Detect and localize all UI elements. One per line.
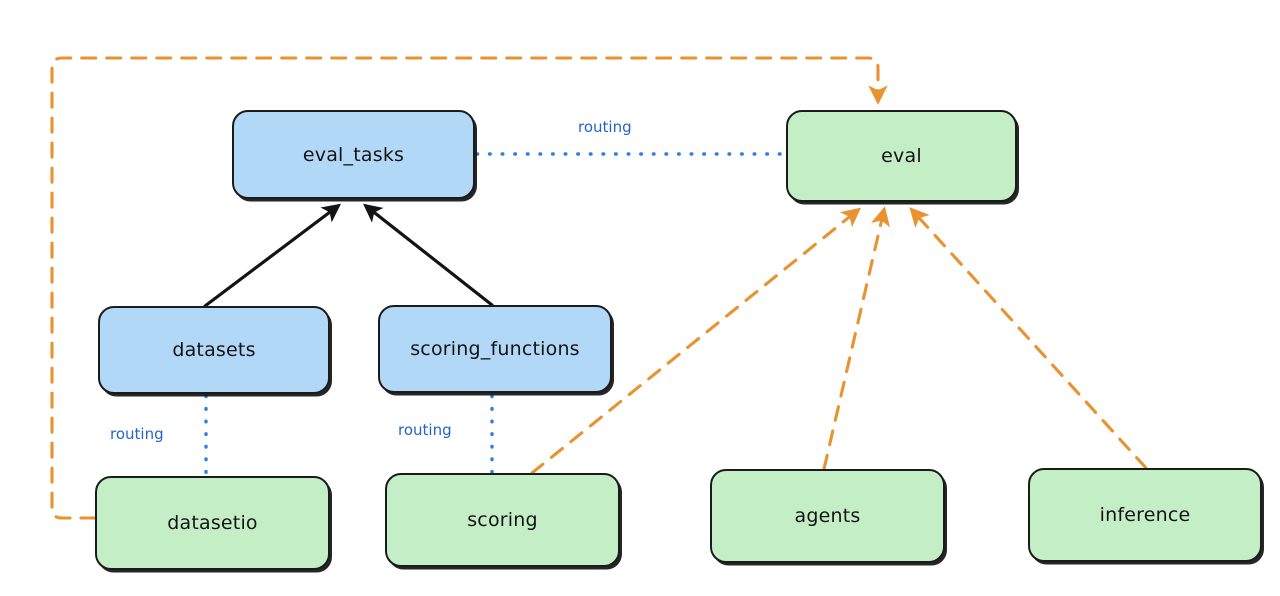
edge-label-routing-scoring: routing (398, 421, 452, 439)
node-label: eval_tasks (302, 143, 405, 166)
node-datasets[interactable]: datasets (98, 306, 330, 394)
edge-label-routing-eval: routing (578, 118, 632, 136)
edge-agents-to-eval (822, 206, 890, 471)
node-eval-tasks[interactable]: eval_tasks (232, 110, 475, 199)
node-agents[interactable]: agents (710, 469, 945, 563)
node-label: scoring (467, 509, 538, 531)
node-scoring-functions[interactable]: scoring_functions (378, 305, 612, 393)
edge-datasetio-to-eval (50, 56, 888, 520)
edge-scoring-to-eval (530, 207, 862, 475)
node-label: eval (881, 145, 922, 167)
node-label: agents (794, 505, 861, 527)
node-label: datasets (172, 339, 256, 361)
edge-scoring-functions-to-eval-tasks (363, 203, 494, 307)
node-label: inference (1099, 504, 1191, 526)
node-datasetio[interactable]: datasetio (95, 476, 330, 570)
node-inference[interactable]: inference (1028, 468, 1262, 562)
node-label: scoring_functions (410, 338, 580, 360)
edge-label-routing-datasetio: routing (110, 425, 164, 443)
node-eval[interactable]: eval (786, 110, 1017, 202)
node-label: datasetio (167, 512, 258, 534)
edge-datasets-to-eval-tasks (203, 203, 341, 308)
node-scoring[interactable]: scoring (385, 473, 620, 567)
edge-inference-to-eval (909, 207, 1148, 470)
